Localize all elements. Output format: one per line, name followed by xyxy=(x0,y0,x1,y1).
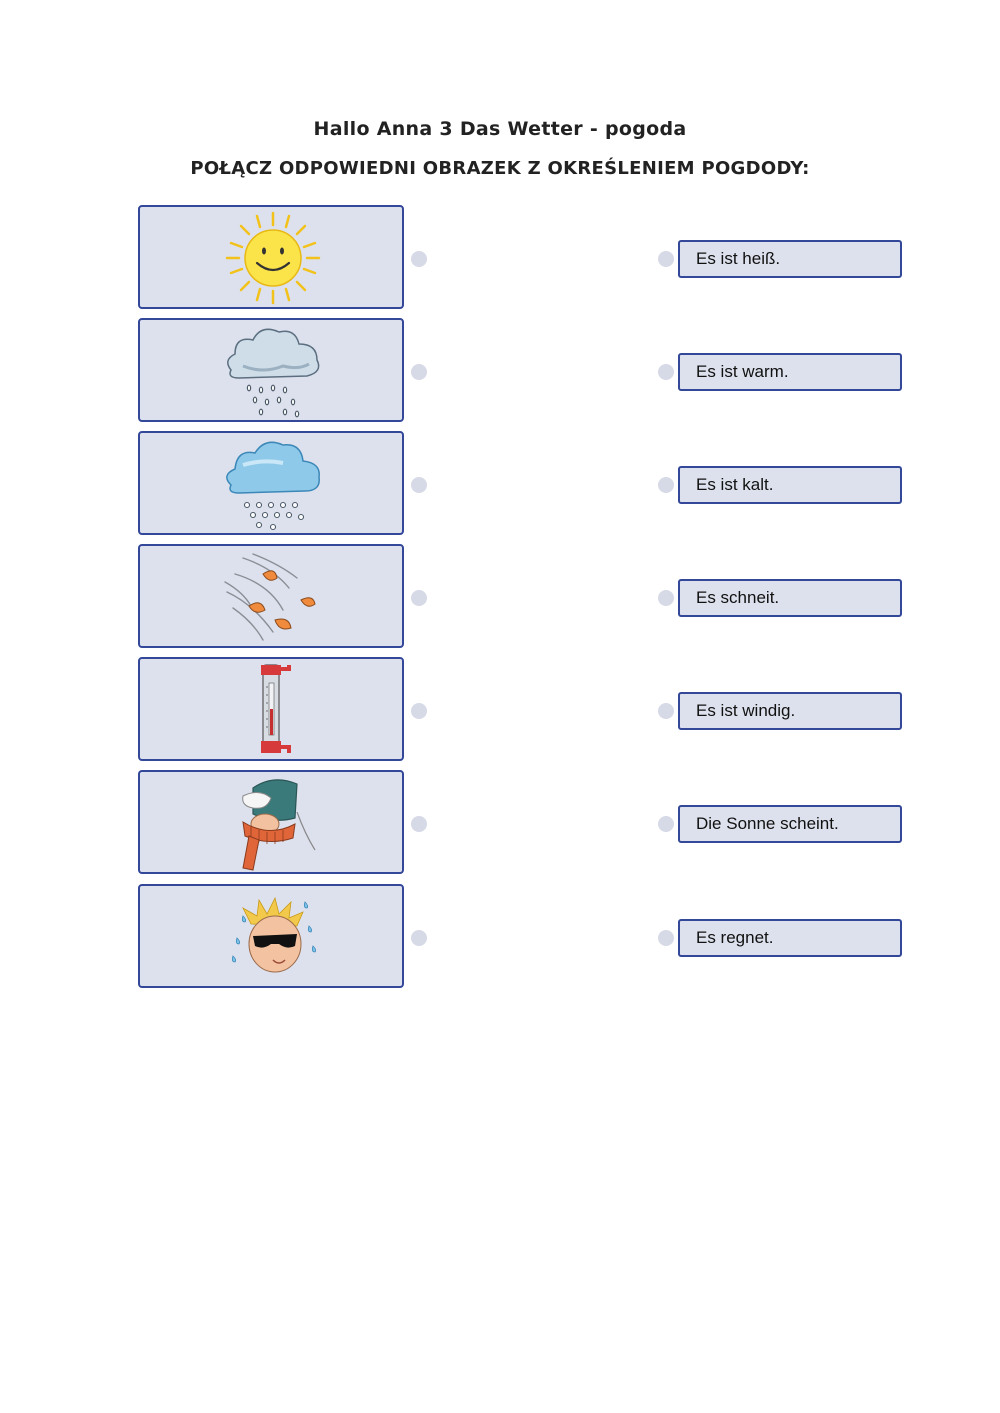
picture-card-rain[interactable] xyxy=(138,318,404,422)
picture-card-sun[interactable] xyxy=(138,205,404,309)
winter-hat-scarf-icon xyxy=(242,779,316,871)
wind-leaves-icon xyxy=(224,553,316,641)
label-connector-5[interactable] xyxy=(658,703,674,719)
label-box-7[interactable]: Es regnet. xyxy=(678,919,902,957)
label-connector-4[interactable] xyxy=(658,590,674,606)
sun-icon xyxy=(225,211,321,305)
picture-card-hot[interactable] xyxy=(138,884,404,988)
label-connector-1[interactable] xyxy=(658,251,674,267)
label-box-6[interactable]: Die Sonne scheint. xyxy=(678,805,902,843)
label-box-2[interactable]: Es ist warm. xyxy=(678,353,902,391)
picture-connector-1[interactable] xyxy=(411,251,427,267)
picture-connector-4[interactable] xyxy=(411,590,427,606)
label-connector-3[interactable] xyxy=(658,477,674,493)
picture-card-cold[interactable] xyxy=(138,770,404,874)
label-box-1[interactable]: Es ist heiß. xyxy=(678,240,902,278)
hot-face-sunglasses-icon xyxy=(231,896,317,973)
thermometer-icon xyxy=(261,664,291,753)
picture-card-thermometer[interactable] xyxy=(138,657,404,761)
picture-connector-3[interactable] xyxy=(411,477,427,493)
snow-cloud-icon xyxy=(226,441,320,531)
label-connector-6[interactable] xyxy=(658,816,674,832)
picture-connector-6[interactable] xyxy=(411,816,427,832)
page-title: Hallo Anna 3 Das Wetter - pogoda xyxy=(313,118,687,140)
label-box-5[interactable]: Es ist windig. xyxy=(678,692,902,730)
instruction-text: POŁĄCZ ODPOWIEDNI OBRAZEK Z OKREŚLENIEM … xyxy=(190,158,810,179)
rain-cloud-icon xyxy=(227,328,320,418)
picture-card-wind[interactable] xyxy=(138,544,404,648)
label-box-3[interactable]: Es ist kalt. xyxy=(678,466,902,504)
label-box-4[interactable]: Es schneit. xyxy=(678,579,902,617)
label-connector-2[interactable] xyxy=(658,364,674,380)
label-connector-7[interactable] xyxy=(658,930,674,946)
picture-connector-2[interactable] xyxy=(411,364,427,380)
picture-connector-7[interactable] xyxy=(411,930,427,946)
picture-connector-5[interactable] xyxy=(411,703,427,719)
picture-card-snow[interactable] xyxy=(138,431,404,535)
